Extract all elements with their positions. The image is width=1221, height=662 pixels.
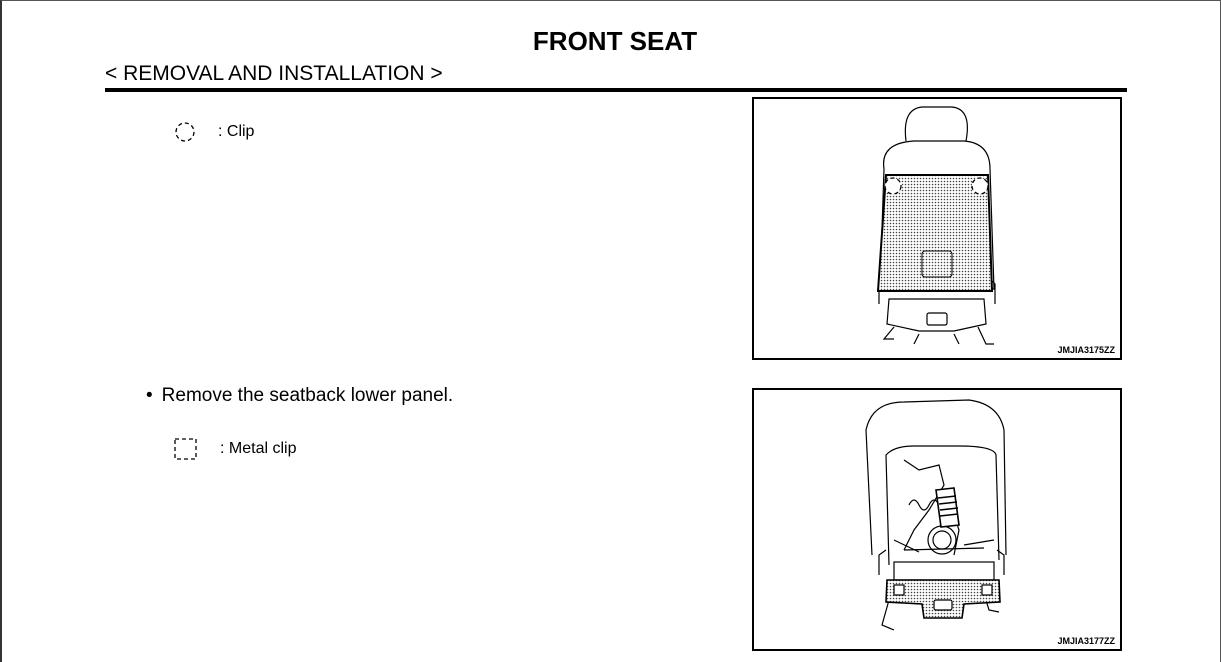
legend-label: : Metal clip <box>220 440 297 457</box>
metal-clip-square-icon <box>174 438 197 460</box>
bullet-icon: • <box>146 385 153 406</box>
heading-divider <box>105 88 1127 92</box>
step-instruction: • Remove the seatback lower panel. <box>146 385 453 407</box>
instruction-text: Remove the seatback lower panel. <box>161 385 454 406</box>
figure-seatback-panel-clips: JMJIA3175ZZ <box>752 97 1122 360</box>
clip-circle-icon <box>175 122 195 142</box>
figure-seatback-lower-panel: JMJIA3177ZZ <box>752 388 1122 651</box>
page-title: FRONT SEAT <box>532 26 698 56</box>
legend-metal-clip: : Metal clip <box>174 437 296 461</box>
seat-rear-illustration <box>876 106 996 345</box>
seat-frame-illustration <box>865 399 1007 631</box>
figure-id: JMJIA3175ZZ <box>1057 345 1115 355</box>
figure-id: JMJIA3177ZZ <box>1057 636 1115 646</box>
legend-clip: : Clip <box>174 120 254 144</box>
legend-label: : Clip <box>218 123 255 140</box>
section-heading: < REMOVAL AND INSTALLATION > <box>105 62 443 85</box>
